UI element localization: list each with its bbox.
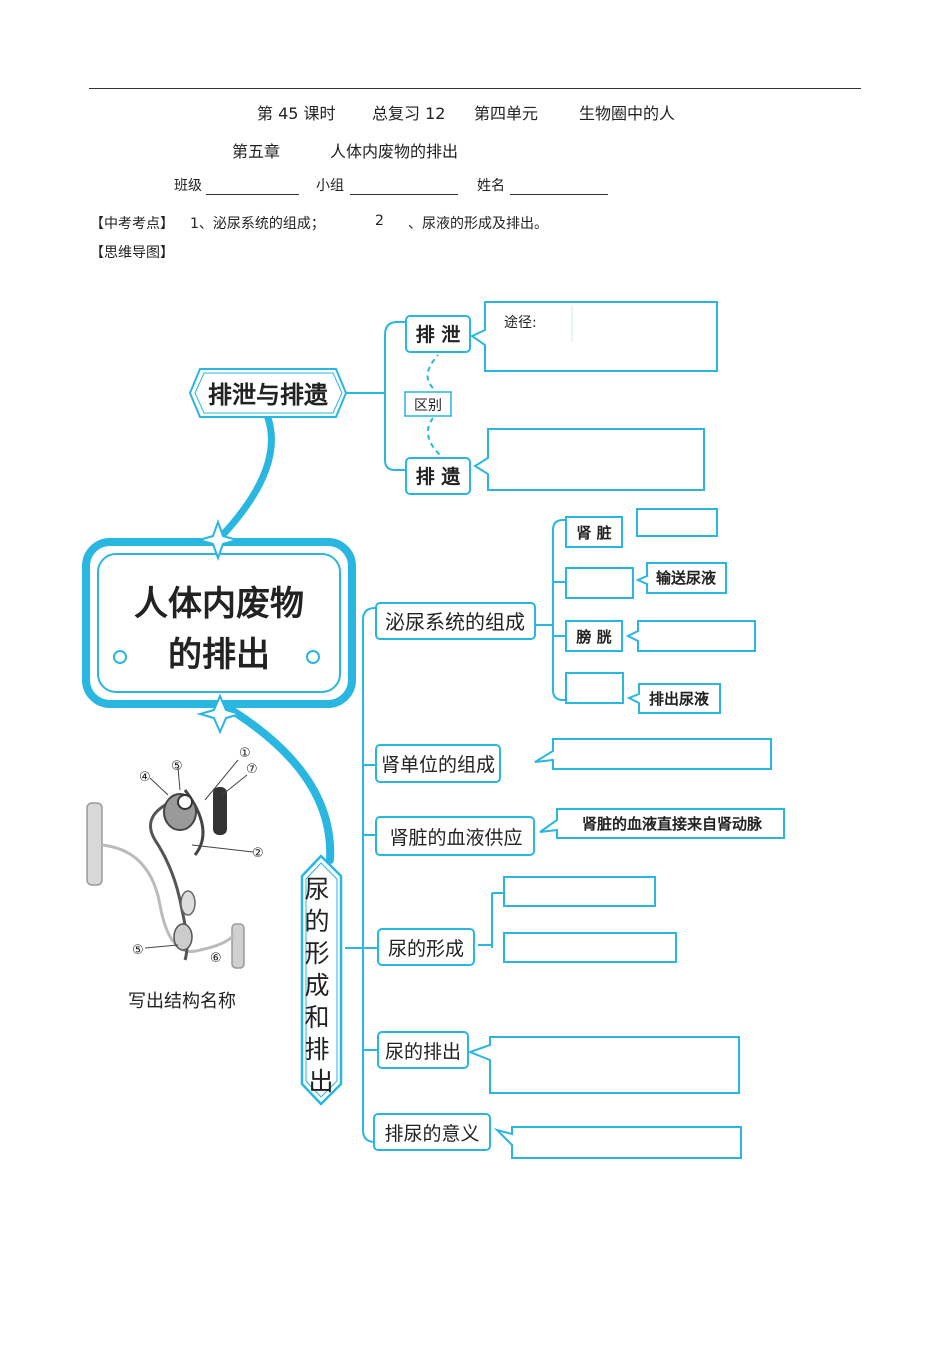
excretion-label: 排 泄: [416, 323, 461, 346]
exam-point-2-number: 2: [375, 213, 384, 229]
center-title-line-1: 人体内废物: [134, 584, 304, 624]
chapter-label: 第五章: [232, 142, 281, 161]
exam-point-1: 1、泌尿系统的组成；: [190, 216, 325, 232]
exam-points-label: 【中考考点】: [90, 216, 174, 232]
egestion-label: 排 遗: [416, 465, 461, 488]
blood-supply-label: 肾脏的血液供应: [389, 827, 522, 849]
urinary-organ-diagram: [86, 759, 254, 969]
top-rule: [89, 88, 861, 89]
vertical-title: 尿 的 形 成 和 排 出: [305, 875, 338, 1096]
marker-5-bottom: ⑤: [132, 943, 144, 958]
marker-7: ⑦: [246, 762, 258, 777]
marker-5-top: ⑤: [171, 759, 183, 774]
group-field[interactable]: [350, 194, 458, 195]
urination-meaning-label: 排尿的意义: [384, 1123, 479, 1145]
transport-urine-label: 输送尿液: [656, 569, 717, 587]
discharge-urine-label: 排出尿液: [649, 690, 710, 708]
marker-2: ②: [252, 846, 264, 861]
exam-point-2-text: 、尿液的形成及排出。: [408, 216, 548, 232]
urine-formation-label: 尿的形成: [388, 938, 464, 960]
mindmap-label: 【思维导图】: [90, 245, 174, 261]
diagram-caption: 写出结构名称: [128, 991, 236, 1012]
marker-4: ④: [139, 770, 151, 785]
nephron-label: 肾单位的组成: [381, 754, 495, 776]
urinary-system-label: 泌尿系统的组成: [385, 610, 525, 634]
difference-label: 区别: [414, 398, 442, 414]
route-label: 途径:: [504, 314, 537, 331]
class-field[interactable]: [206, 194, 299, 195]
kidney-label: 肾 脏: [576, 524, 611, 542]
blood-supply-note: 肾脏的血液直接来自肾动脉: [582, 815, 763, 833]
review-number: 总复习 12: [372, 104, 446, 123]
unit-title: 生物圈中的人: [579, 104, 676, 123]
urine-discharge-label: 尿的排出: [385, 1041, 461, 1063]
branch-excretion-egestion: 排泄与排遗: [208, 381, 328, 409]
bladder-label: 膀 胱: [576, 628, 611, 646]
name-label: 姓名: [477, 178, 505, 194]
center-title-line-2: 的排出: [168, 635, 270, 675]
marker-1: ①: [239, 746, 251, 761]
chapter-title: 人体内废物的排出: [330, 142, 459, 161]
lesson-number: 第 45 课时: [257, 104, 336, 123]
group-label: 小组: [316, 178, 344, 194]
name-field[interactable]: [510, 194, 608, 195]
class-label: 班级: [174, 178, 202, 194]
marker-6: ⑥: [210, 951, 222, 966]
unit-label: 第四单元: [474, 104, 539, 123]
